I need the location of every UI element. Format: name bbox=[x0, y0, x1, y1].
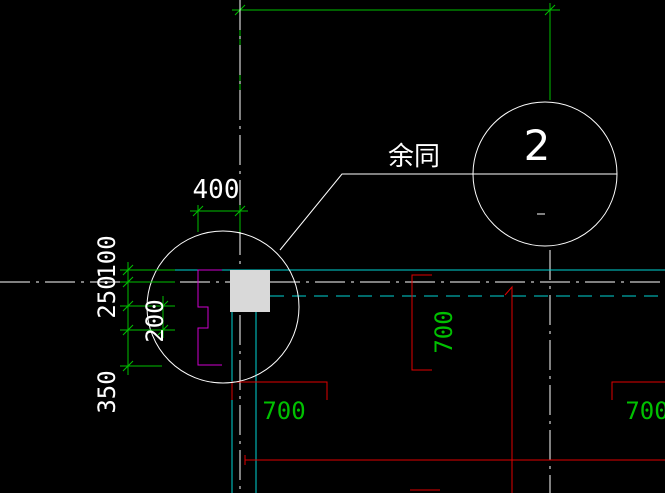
detail-circle[interactable] bbox=[146, 230, 300, 384]
dimension-400-tick-left bbox=[192, 205, 204, 217]
beam-c-outline bbox=[611, 381, 665, 400]
beam-label-c: 700 bbox=[625, 397, 665, 425]
left-dimension-label-200: 200 bbox=[141, 299, 169, 342]
leader-line bbox=[279, 173, 473, 251]
left-dimension-tick-3 bbox=[122, 300, 134, 312]
left-dimension-tick-1 bbox=[122, 264, 134, 276]
dimension-400[interactable] bbox=[190, 205, 248, 232]
left-dimension-tick-4 bbox=[122, 324, 134, 336]
beam-b-outline bbox=[231, 381, 328, 400]
left-dimension-tick-6 bbox=[157, 300, 169, 312]
left-dimension-tick-2 bbox=[122, 276, 134, 288]
left-dimension-label-250: 250 bbox=[93, 275, 121, 318]
left-dimension-label-100: 100 bbox=[93, 235, 121, 278]
beam-long-outline bbox=[504, 285, 513, 493]
axis-bubble[interactable]: 2 bbox=[472, 101, 618, 247]
column-fill bbox=[230, 270, 270, 312]
left-dimensions[interactable] bbox=[120, 262, 175, 375]
left-dimension-tick-5 bbox=[122, 360, 134, 372]
leader-note: 余同 bbox=[388, 142, 440, 172]
beam-label-b: 700 bbox=[262, 397, 305, 425]
left-dimension-tick-7 bbox=[157, 324, 169, 336]
axis-bubble-label: 2 bbox=[524, 121, 551, 170]
left-dimension-label-350: 350 bbox=[93, 370, 121, 413]
column-outline bbox=[197, 269, 222, 366]
dimension-400-label: 400 bbox=[193, 175, 240, 205]
column[interactable] bbox=[197, 269, 270, 366]
beam-outlines bbox=[231, 274, 665, 493]
dimension-400-tick-right bbox=[234, 205, 246, 217]
top-dimension-tick-right bbox=[544, 4, 556, 16]
beam-a-outline bbox=[411, 274, 432, 371]
beam-label-a: 700 bbox=[430, 310, 458, 353]
